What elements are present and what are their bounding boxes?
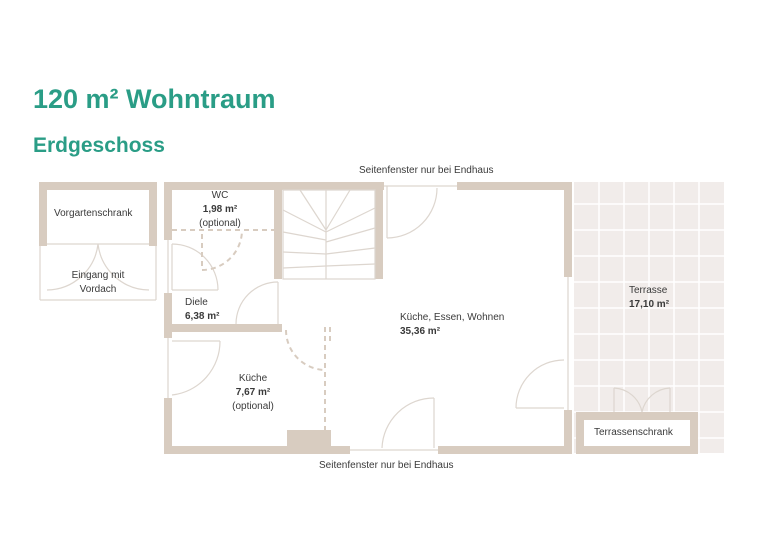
floor-subtitle: Erdgeschoss: [33, 134, 165, 157]
room-area: 35,36 m²: [400, 326, 441, 337]
room-name: Terrasse: [629, 285, 668, 296]
room-name: Diele: [185, 297, 208, 308]
room-name: Küche: [238, 373, 268, 384]
room-note: (optional): [199, 218, 241, 229]
room-name: Terrassenschrank: [594, 427, 673, 438]
room-terrasse: Terrasse 17,10 m²: [629, 284, 669, 312]
room-area: 7,67 m²: [235, 387, 271, 398]
room-diele: Diele 6,38 m²: [185, 296, 219, 324]
room-eingang: Eingang mit Vordach: [68, 269, 128, 297]
thin-lines: [39, 185, 671, 451]
room-wc: WC 1,98 m² (optional): [190, 189, 250, 231]
room-area: 17,10 m²: [629, 299, 670, 310]
room-name: WC: [211, 190, 229, 201]
terrace-area: [574, 182, 724, 453]
walls: [39, 182, 698, 454]
room-name: Eingang mit: [71, 270, 125, 281]
page-title: 120 m² Wohntraum: [33, 84, 276, 114]
room-name: Küche, Essen, Wohnen: [400, 312, 505, 323]
room-note: (optional): [232, 401, 274, 412]
room-area: 1,98 m²: [202, 204, 238, 215]
optional-walls: [172, 229, 331, 430]
room-terrassenschrank: Terrassenschrank: [594, 426, 673, 440]
bottom-window-note: Seitenfenster nur bei Endhaus: [319, 460, 454, 471]
room-vorgartenschrank: Vorgartenschrank: [54, 207, 132, 221]
top-window-note: Seitenfenster nur bei Endhaus: [359, 165, 494, 176]
room-wohnen: Küche, Essen, Wohnen 35,36 m²: [400, 311, 504, 339]
room-name-2: Vordach: [79, 284, 117, 295]
room-kueche: Küche 7,67 m² (optional): [223, 372, 283, 414]
room-area: 6,38 m²: [185, 311, 220, 322]
room-name: Vorgartenschrank: [54, 208, 133, 219]
